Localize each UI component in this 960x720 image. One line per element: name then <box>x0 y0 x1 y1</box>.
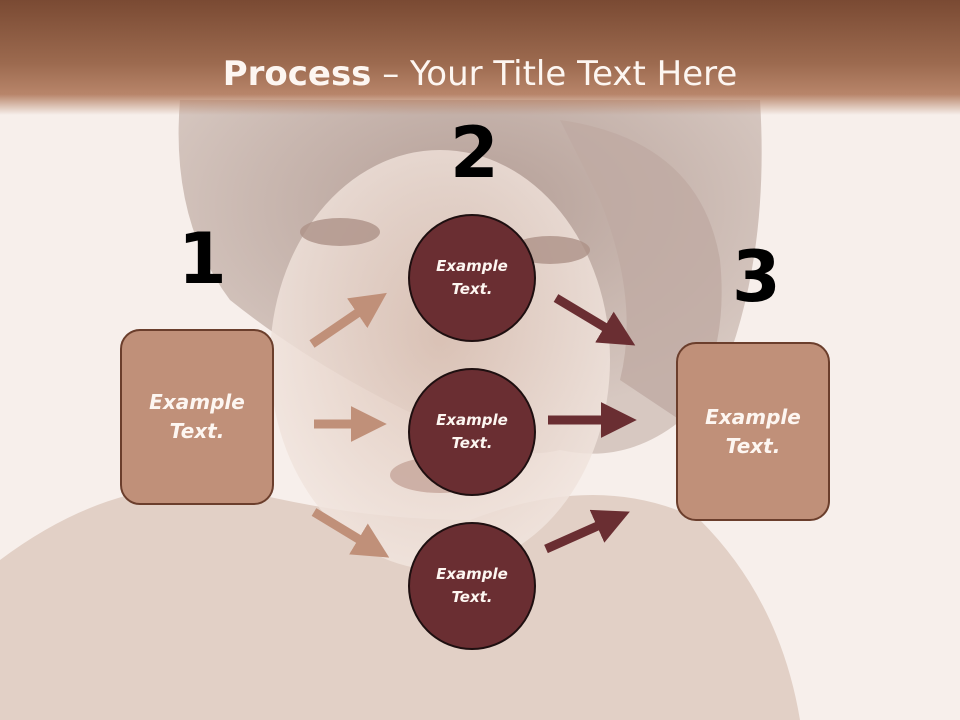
arrow-2a-to-3 <box>553 294 636 346</box>
arrow-1-to-2c <box>311 508 390 558</box>
step-2-circle-3: Example Text. <box>408 522 536 650</box>
step-2-number: 2 <box>450 112 499 194</box>
step-1-box: Example Text. <box>120 329 274 505</box>
slide-title: Process – Your Title Text Here <box>0 54 960 94</box>
step-1-number: 1 <box>178 218 227 300</box>
arrow-2c-to-3 <box>544 509 630 554</box>
step-2-circle-1: Example Text. <box>408 214 536 342</box>
step-3-box: Example Text. <box>676 342 830 521</box>
step-2-circle-3-text: Example Text. <box>436 565 508 606</box>
step-3-number: 3 <box>732 236 781 318</box>
step-2-circle-2-text: Example Text. <box>436 411 508 452</box>
step-1-text: Example Text. <box>149 390 245 443</box>
step-3-text: Example Text. <box>705 404 801 458</box>
title-rest: – Your Title Text Here <box>371 54 738 94</box>
step-2-circle-1-text: Example Text. <box>436 257 508 298</box>
arrow-1-to-2a <box>309 292 387 348</box>
title-bar <box>0 0 960 115</box>
title-bold: Process <box>222 54 372 94</box>
step-2-circle-2: Example Text. <box>408 368 536 496</box>
